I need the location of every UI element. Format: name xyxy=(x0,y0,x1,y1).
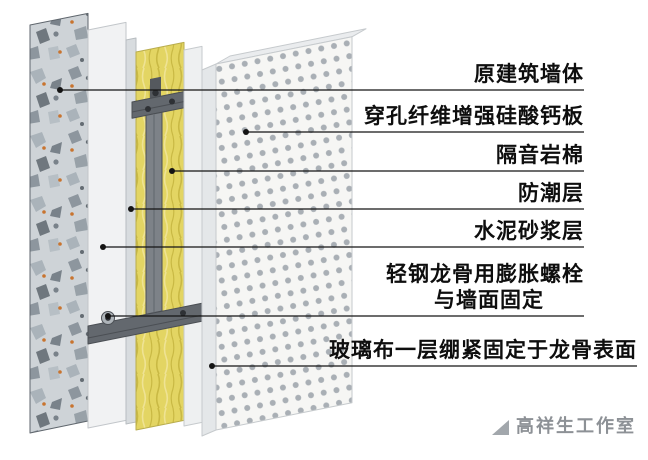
label-cement-mortar: 水泥砂浆层 xyxy=(474,220,584,243)
perforated-panel-face xyxy=(215,36,353,431)
label-moisture-barrier: 防潮层 xyxy=(518,182,584,205)
cement-mortar-layer xyxy=(87,21,127,429)
studio-logo-icon xyxy=(492,420,509,435)
leader-dot xyxy=(169,168,175,174)
studio-name: 高祥生工作室 xyxy=(516,416,636,436)
steel-keel-vertical xyxy=(145,111,163,315)
bolt-icon xyxy=(152,89,159,97)
original-wall-layer xyxy=(29,12,89,434)
label-perforated-board: 穿孔纤维增强硅酸钙板 xyxy=(364,105,584,128)
bolt-icon xyxy=(145,106,151,112)
studio-watermark: 高祥生工作室 xyxy=(492,412,636,438)
glass-cloth-board-layer xyxy=(183,45,203,427)
leader-dot xyxy=(100,244,106,250)
label-rockwool: 隔音岩棉 xyxy=(496,144,584,167)
bolt-icon xyxy=(180,310,186,316)
bolt-icon xyxy=(169,98,175,105)
label-steel-keel-line2: 与墙面固定 xyxy=(434,289,544,312)
leader-dot xyxy=(243,129,249,135)
leader-lines xyxy=(57,87,637,369)
leader-dot xyxy=(105,313,111,319)
perforated-panel-layer xyxy=(201,28,367,437)
label-glass-cloth: 玻璃布一层绷紧固定于龙骨表面 xyxy=(329,339,637,362)
label-original-wall: 原建筑墙体 xyxy=(474,63,584,86)
label-steel-keel-line1: 轻钢龙骨用膨胀螺栓 xyxy=(386,263,584,286)
leader-dot xyxy=(209,363,215,369)
perforated-panel-side xyxy=(201,63,217,437)
label-steel-keel: 轻钢龙骨用膨胀螺栓 与墙面固定 xyxy=(386,262,584,314)
moisture-barrier-layer xyxy=(125,37,137,425)
leader-dot xyxy=(128,206,134,212)
leader-dot xyxy=(57,87,63,93)
